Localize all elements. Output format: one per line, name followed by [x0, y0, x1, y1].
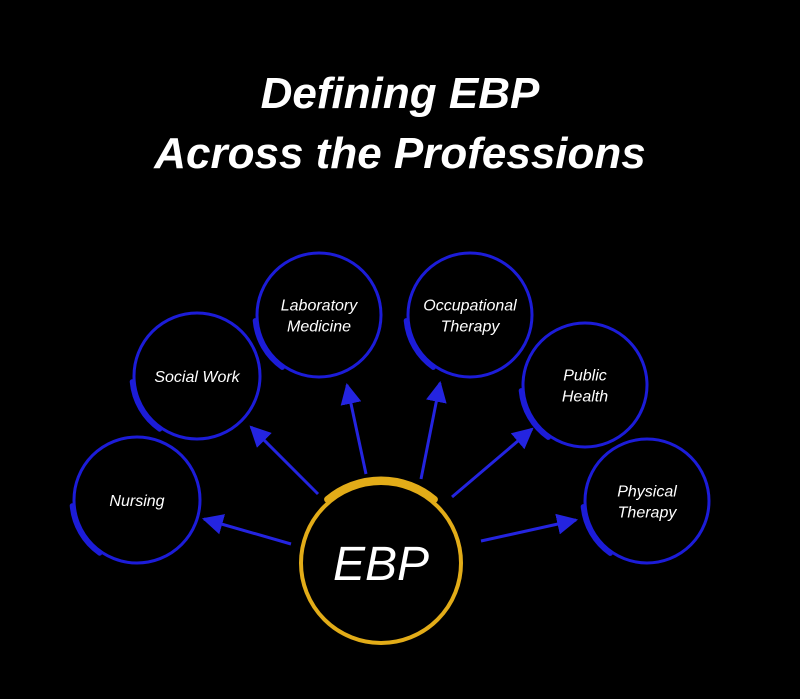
arrow-to-laboratory-medicine: [340, 382, 368, 475]
node-label-line: Medicine: [287, 319, 351, 336]
node-label-line: Laboratory: [281, 298, 358, 315]
node-ring-swoosh-public-health: [518, 388, 551, 440]
arrow-to-occupational-therapy: [419, 380, 447, 480]
node-ring-public-health: [521, 321, 649, 449]
node-ring-physical-therapy: [583, 437, 711, 565]
node-label-social-work: Social Work: [154, 369, 240, 386]
arrow-to-public-health: [451, 427, 534, 499]
node-label-line: Therapy: [618, 505, 678, 522]
node-label-line: Social Work: [154, 369, 240, 386]
node-ring-swoosh-occupational-therapy: [403, 318, 436, 370]
node-nursing: Nursing: [69, 435, 202, 565]
node-label-line: Public: [563, 368, 607, 385]
diagram-title: Defining EBP Across the Professions: [0, 64, 800, 184]
title-line-1: Defining EBP: [260, 69, 540, 118]
node-ring-swoosh-nursing: [69, 503, 103, 556]
center-node: EBP: [299, 476, 463, 645]
node-ring-nursing: [72, 435, 202, 565]
node-ring-swoosh-social-work: [129, 379, 163, 432]
title-line-2: Across the Professions: [154, 129, 646, 178]
node-ring-social-work: [132, 311, 262, 441]
node-label-line: Nursing: [109, 493, 164, 510]
center-ring-swoosh: [324, 476, 438, 503]
node-label-nursing: Nursing: [109, 493, 164, 510]
node-ring-swoosh-physical-therapy: [580, 504, 613, 556]
node-ring-swoosh-laboratory-medicine: [252, 318, 285, 370]
node-label-line: Therapy: [441, 319, 501, 336]
node-label-line: Health: [562, 389, 608, 406]
center-label: EBP: [333, 538, 429, 591]
node-ring-laboratory-medicine: [255, 251, 383, 379]
node-social-work: Social Work: [129, 311, 262, 441]
node-ring-occupational-therapy: [406, 251, 534, 379]
node-label-line: Occupational: [423, 298, 517, 315]
node-label-line: Physical: [617, 484, 677, 501]
arrow-to-nursing: [201, 514, 292, 546]
arrow-to-physical-therapy: [480, 513, 579, 543]
arrows: [201, 380, 579, 546]
arrow-to-social-work: [249, 425, 320, 496]
